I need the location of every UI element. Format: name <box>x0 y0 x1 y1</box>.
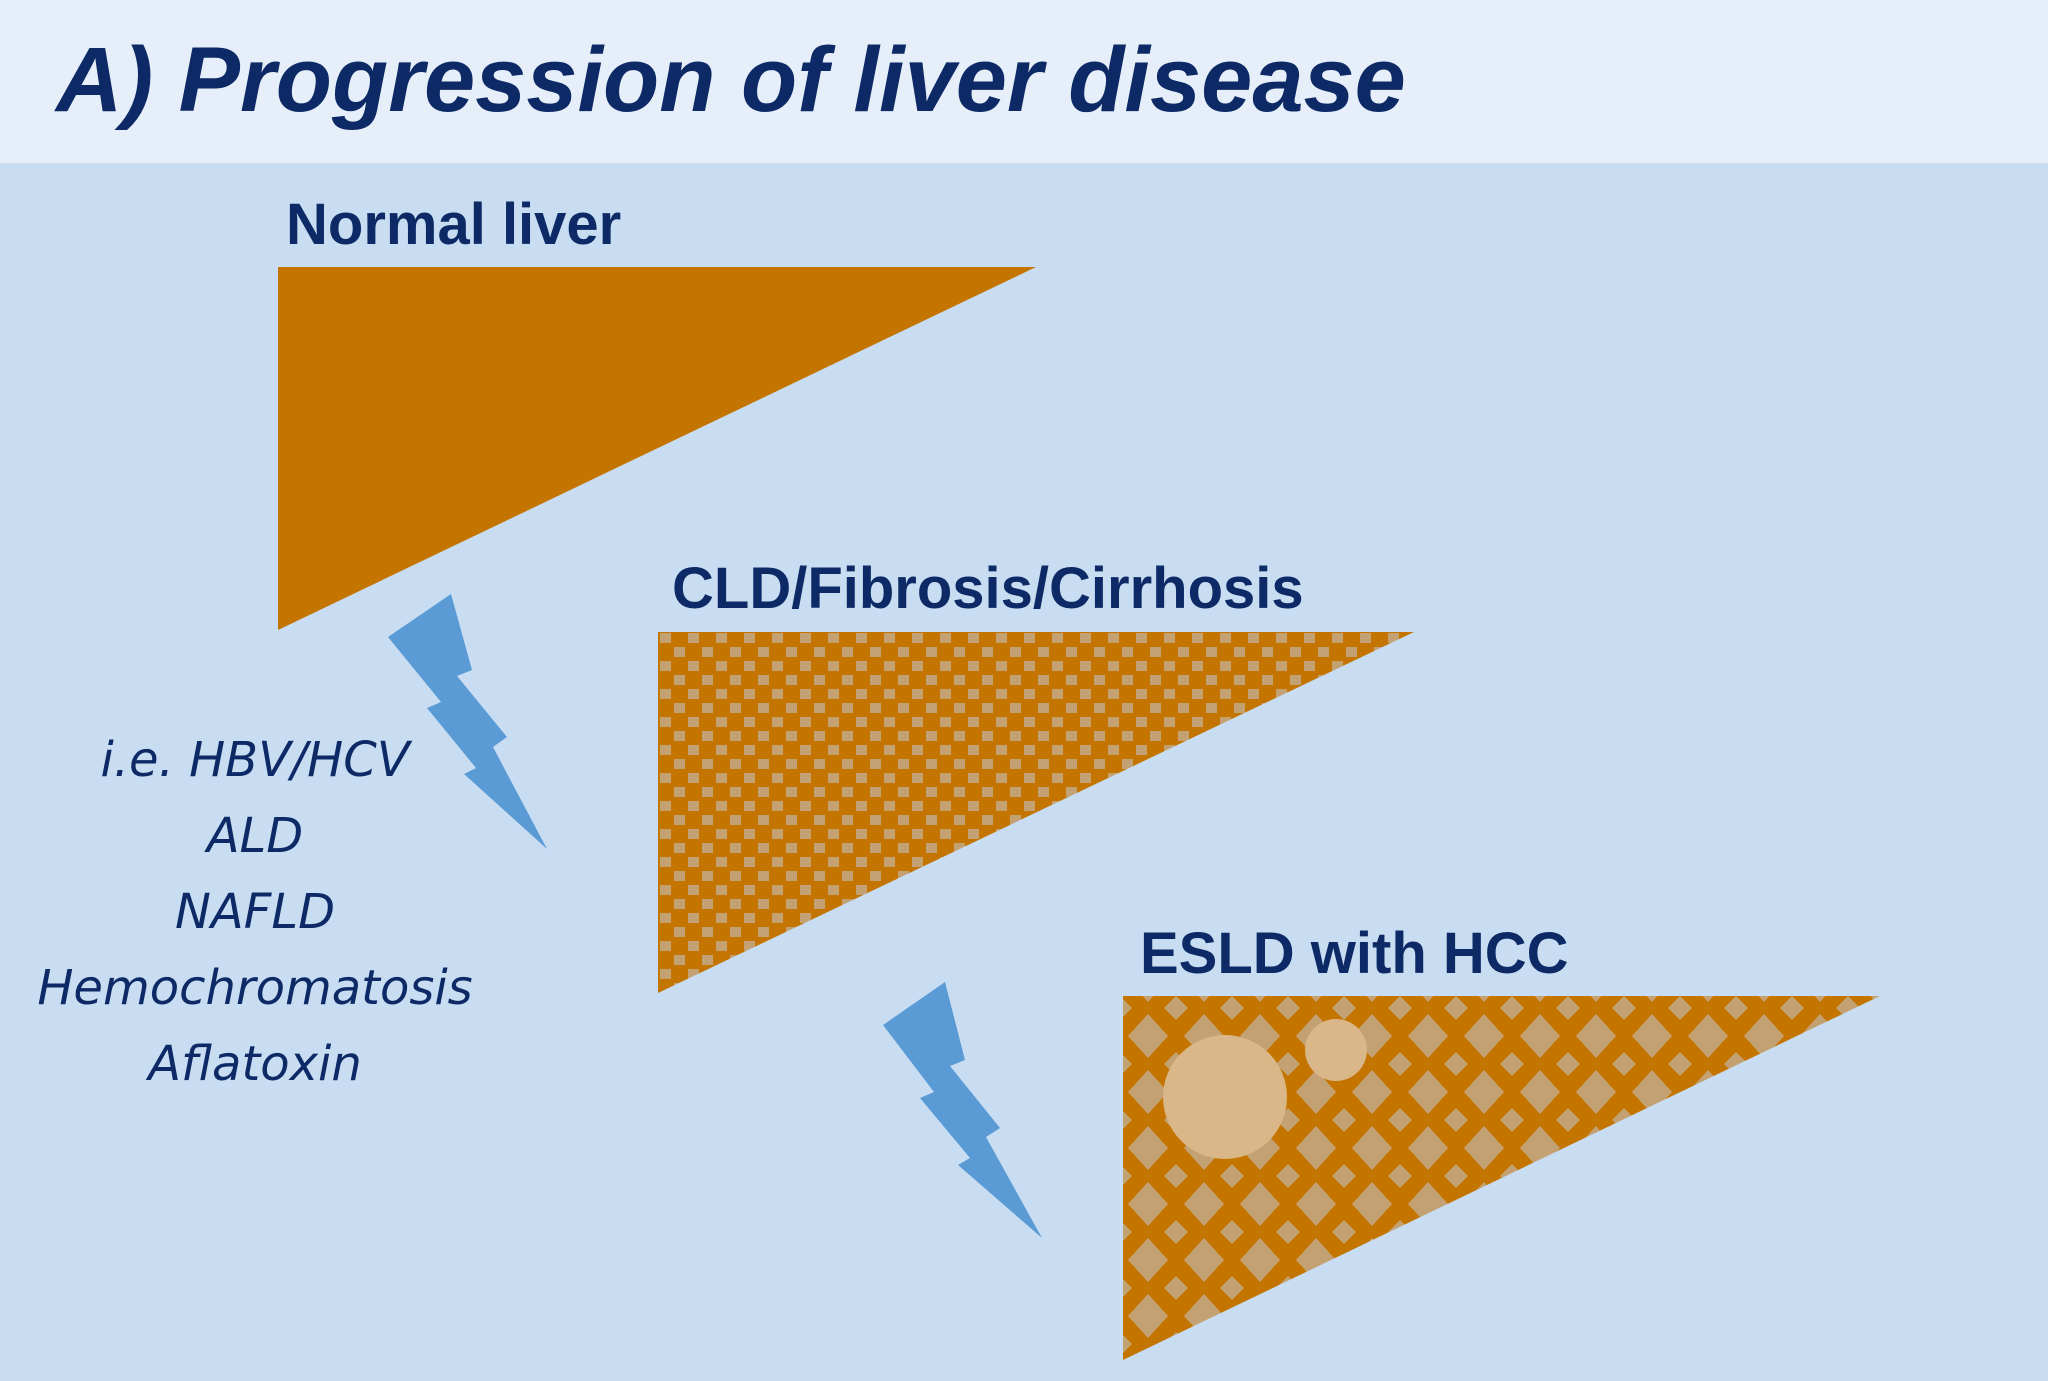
cld-fibrosis-cirrhosis-label: CLD/Fibrosis/Cirrhosis <box>672 556 1304 621</box>
header-band <box>0 0 2048 163</box>
cause-item: NAFLD <box>174 884 336 940</box>
lightning-bolt-icon <box>883 982 1042 1238</box>
esld-liver-shape <box>1123 996 1880 1360</box>
causes-list: i.e. HBV/HCV ALD NAFLD Hemochromatosis A… <box>20 722 490 1102</box>
normal-liver-label: Normal liver <box>286 192 622 257</box>
tumor-nodule-large <box>1163 1035 1287 1159</box>
cause-item: Aflatoxin <box>148 1036 362 1092</box>
cause-item: ALD <box>206 808 304 864</box>
tumor-nodule-small <box>1305 1019 1367 1081</box>
slide-title: A) Progression of liver disease <box>56 29 1406 131</box>
cause-item: Hemochromatosis <box>37 960 473 1016</box>
normal-liver-shape <box>278 267 1036 630</box>
cause-item: i.e. HBV/HCV <box>100 732 410 788</box>
cld-liver-shape <box>658 632 1414 993</box>
esld-with-hcc-label: ESLD with HCC <box>1140 921 1569 986</box>
lightning-bolt-icon <box>388 594 547 849</box>
